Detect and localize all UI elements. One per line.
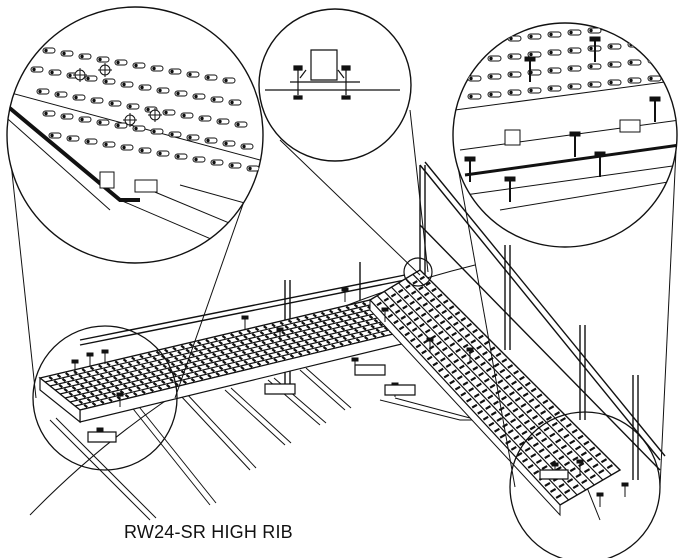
- walkway-deck-long: [40, 300, 410, 422]
- detail-circle-deck-corner: [404, 258, 660, 558]
- fixing-bolts: [72, 288, 628, 507]
- detail-circle-fixing: [453, 22, 679, 247]
- detail-circle-grating-clips: [0, 7, 270, 263]
- detail-circle-deck-end: [33, 326, 177, 470]
- drawing-caption: RW24-SR HIGH RIB: [124, 522, 293, 542]
- detail-circle-section-view: [259, 9, 411, 161]
- support-brackets: [88, 365, 568, 479]
